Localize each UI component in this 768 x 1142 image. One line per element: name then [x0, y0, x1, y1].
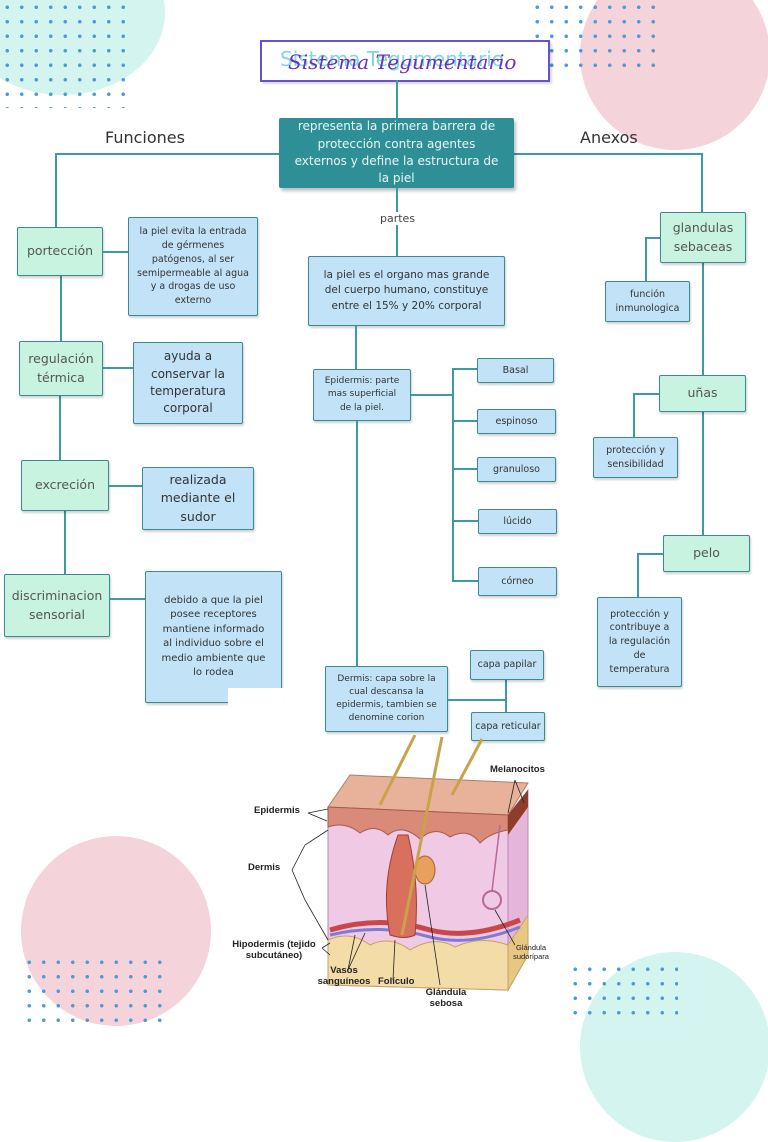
blood-vessel-red — [329, 917, 521, 936]
layer-lucido: lúcido — [478, 509, 557, 534]
connector-functions-branch — [55, 153, 280, 155]
connector-layer-corneo — [452, 580, 478, 582]
connector-annexes-spine-2 — [702, 412, 704, 536]
connector-excrecion-desc — [109, 485, 142, 487]
connector-epidermis-layers — [411, 394, 453, 396]
connector-layer-espinoso — [452, 420, 478, 422]
connector-discriminacion-desc — [110, 598, 145, 600]
connector-layer-granuloso — [452, 468, 478, 470]
white-patch — [228, 688, 284, 706]
partes-label: partes — [380, 212, 416, 225]
annex-desc-glandulas: función inmunologica — [605, 281, 690, 322]
leader-glandula-sebosa — [424, 884, 441, 986]
epidermis-box: Epidermis: parte mas superficial de la p… — [313, 369, 411, 421]
function-desc-discriminacion: debido a que la piel posee receptores ma… — [145, 571, 282, 703]
dot-pattern-bottom-left — [22, 955, 172, 1024]
label-melanocitos: Melanocitos — [490, 764, 545, 775]
layer-capa-papilar: capa papilar — [470, 650, 544, 680]
sweat-duct — [491, 824, 501, 892]
label-glandula-sebosa: Glándula sebosa — [425, 987, 467, 1009]
function-node-regulacion: regulación térmica — [19, 341, 103, 396]
definition-box: representa la primera barrera de protecc… — [279, 118, 514, 188]
annex-desc-unas: protección y sensibilidad — [593, 437, 678, 478]
connector-layers-spine — [452, 368, 454, 582]
function-node-discriminacion: discriminacion sensorial — [4, 574, 110, 637]
connector-glandulas-desc-h — [646, 237, 660, 239]
function-desc-excrecion: realizada mediante el sudor — [142, 467, 254, 530]
hair-3 — [450, 738, 484, 796]
layer-espinoso: espinoso — [477, 409, 556, 434]
connector-unas-desc-v — [633, 393, 635, 437]
hypodermis-side — [507, 913, 529, 992]
leader-vasos — [347, 932, 366, 971]
function-desc-regulacion: ayuda a conservar la temperatura corpora… — [133, 342, 243, 424]
connector-annexes-branch — [514, 153, 703, 155]
label-hipodermis: Hipodermis (tejido subcutáneo) — [232, 939, 316, 961]
connector-proteccion-desc — [103, 251, 128, 253]
connector-functions-spine-2 — [59, 396, 61, 460]
label-foliculo: Folículo — [378, 976, 415, 987]
skin-cross-section-illustration — [291, 735, 529, 992]
connector-glandulas-desc-v — [645, 237, 647, 282]
layer-corneo: córneo — [478, 567, 557, 596]
annex-desc-pelo: protección y contribuye a la regulación … — [597, 597, 682, 687]
functions-heading: Funciones — [105, 128, 185, 147]
leader-dermis — [291, 829, 329, 941]
connector-regulacion-desc — [103, 367, 133, 369]
hair-2 — [400, 736, 444, 936]
function-node-proteccion: portección — [17, 227, 103, 276]
connector-dermis-spine — [505, 680, 507, 714]
blood-vessel-blue — [329, 925, 521, 942]
hair-1 — [378, 735, 417, 806]
hypodermis-layer — [327, 935, 509, 991]
leader-sudoripara — [494, 909, 516, 946]
dermis-box: Dermis: capa sobre la cual descansa la e… — [325, 666, 448, 732]
connector-annexes-spine-1 — [702, 263, 704, 376]
connector-title-center — [396, 80, 398, 120]
connector-functions-spine-1 — [60, 276, 62, 342]
connector-functions-down — [55, 153, 57, 228]
label-epidermis: Epidermis — [254, 805, 300, 816]
annexes-heading: Anexos — [580, 128, 638, 147]
connector-layer-basal — [452, 368, 478, 370]
layer-basal: Basal — [477, 358, 554, 383]
leader-epidermis — [307, 808, 329, 822]
connector-pelo-desc-v — [637, 553, 639, 597]
connector-pelo-desc-h — [637, 553, 663, 555]
title-box: Sistema Tegumentario Sistema Tegumentari… — [260, 40, 550, 82]
connector-functions-spine-3 — [64, 511, 66, 575]
organ-box: la piel es el organo mas grande del cuer… — [308, 256, 505, 326]
title-script-text: Sistema Tegumentario — [288, 50, 517, 74]
connector-annexes-down — [701, 153, 703, 213]
function-desc-proteccion: la piel evita la entrada de gérmenes pat… — [128, 217, 258, 316]
connector-epidermis-dermis — [356, 421, 358, 667]
leader-hipodermis — [321, 942, 331, 956]
connector-organ-epidermis — [355, 326, 357, 370]
label-glandula-sudoripara: Glándula sudorípara — [513, 943, 549, 961]
dot-pattern-top-right — [530, 0, 665, 70]
label-dermis: Dermis — [248, 862, 281, 873]
dot-pattern-top-left — [0, 0, 132, 108]
layer-granuloso: granuloso — [477, 457, 556, 482]
connector-dermis-layers — [448, 699, 506, 701]
leader-foliculo — [392, 939, 396, 981]
layer-capa-reticular: capa reticular — [471, 712, 545, 741]
leader-melanocitos — [507, 779, 525, 814]
function-node-excrecion: excreción — [21, 460, 109, 511]
dot-pattern-bottom-right — [568, 962, 678, 1024]
title-shadow-text: Sistema Tegumentario — [280, 47, 504, 71]
annex-node-pelo: pelo — [663, 535, 750, 572]
label-vasos: Vasos sanguíneos — [317, 965, 371, 987]
annex-node-glandulas: glandulas sebaceas — [660, 212, 746, 263]
connector-layer-lucido — [452, 520, 478, 522]
annex-node-unas: uñas — [659, 375, 746, 412]
connector-unas-desc-h — [633, 393, 659, 395]
